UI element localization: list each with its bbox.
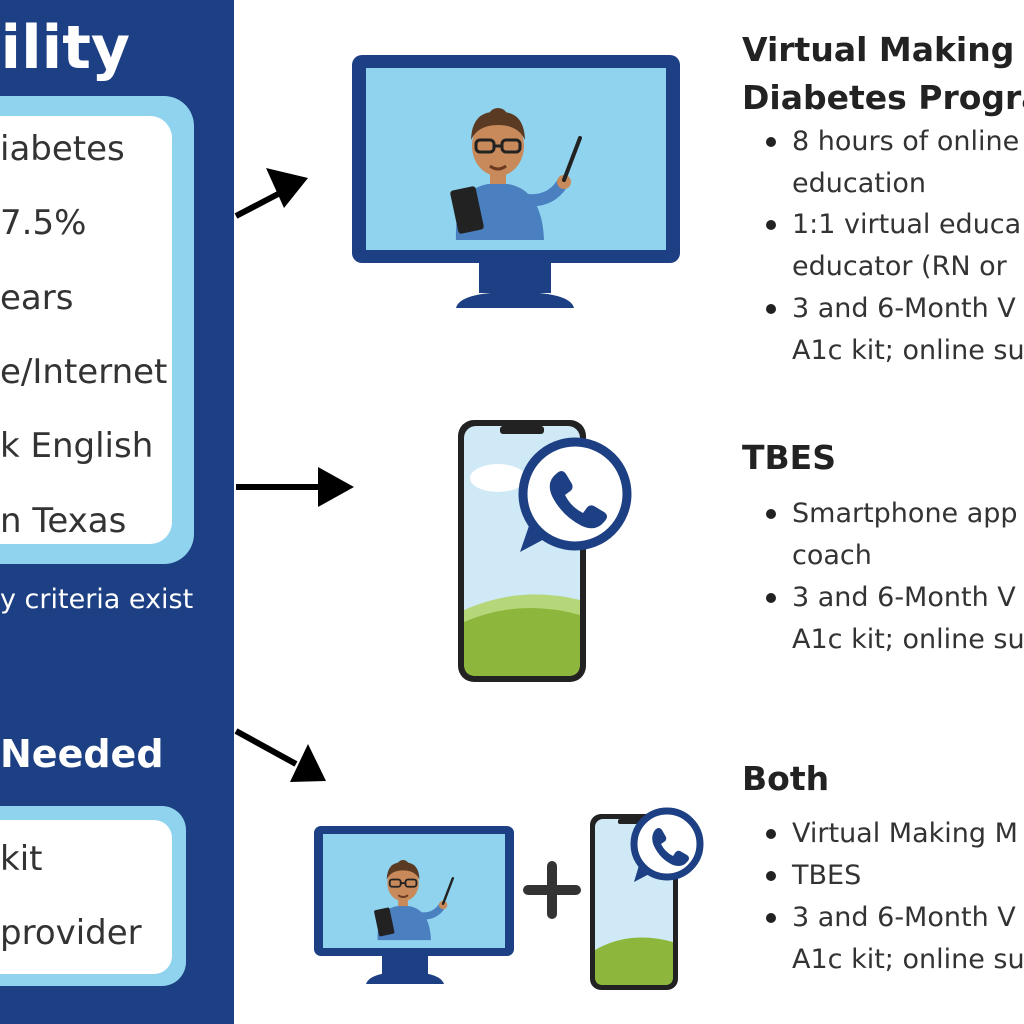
bullet-text: 3 and 6-Month V [792, 582, 1016, 613]
bullet-text: 3 and 6-Month V [792, 902, 1016, 933]
smartphone-whatsapp-icon [590, 807, 704, 990]
bullet-dot [766, 509, 776, 519]
bullet-dot [766, 304, 776, 314]
arrow-icon [234, 728, 326, 782]
criteria-item: ears [0, 278, 74, 318]
bullet-dot [766, 913, 776, 923]
criteria-item: k English [0, 426, 154, 466]
bullet-text: 1:1 virtual educa [792, 209, 1022, 240]
bullet-text: education [792, 168, 926, 199]
criteria-box [0, 116, 172, 544]
bullet-text: A1c kit; online su [792, 335, 1024, 366]
arrow-icon [234, 168, 308, 219]
program-title-virtual-making: Virtual Making M [742, 30, 1024, 69]
needed-item: provider [0, 913, 142, 953]
criteria-item: iabetes [0, 129, 125, 169]
criteria-item: n Texas [0, 501, 127, 541]
smartphone-whatsapp-icon [458, 420, 632, 682]
bullet-text: 8 hours of online [792, 126, 1020, 157]
bullet-text: coach [792, 540, 872, 571]
criteria-item: e/Internet [0, 352, 168, 392]
plus-icon [523, 861, 581, 919]
monitor-teacher-icon [352, 55, 680, 308]
criteria-item: 7.5% [0, 203, 87, 243]
bullet-text: TBES [792, 860, 862, 891]
bullet-text: educator (RN or [792, 251, 1007, 282]
bullet-text: A1c kit; online su [792, 944, 1024, 975]
bullet-dot [766, 593, 776, 603]
bullet-text: Virtual Making M [792, 818, 1018, 849]
needed-box [0, 820, 172, 974]
bullet-text: A1c kit; online su [792, 624, 1024, 655]
needed-title: Needed [0, 732, 164, 776]
needed-item: kit [0, 839, 43, 879]
bullet-text: 3 and 6-Month V [792, 293, 1016, 324]
monitor-teacher-icon [314, 826, 514, 984]
bullet-text: Smartphone app [792, 498, 1018, 529]
program-title-both: Both [742, 759, 830, 798]
bullet-dot [766, 220, 776, 230]
eligibility-title: bility [0, 13, 130, 83]
arrow-icon [236, 467, 354, 507]
program-title-tbes: TBES [742, 438, 836, 477]
bullet-dot [766, 829, 776, 839]
bullet-dot [766, 137, 776, 147]
program-title-virtual-making-line2: Diabetes Progra [742, 78, 1024, 117]
eligibility-panel: bility iabetes 7.5% ears e/Internet k En… [0, 0, 234, 1024]
criteria-note: y criteria exist [0, 584, 194, 615]
bullet-dot [766, 871, 776, 881]
